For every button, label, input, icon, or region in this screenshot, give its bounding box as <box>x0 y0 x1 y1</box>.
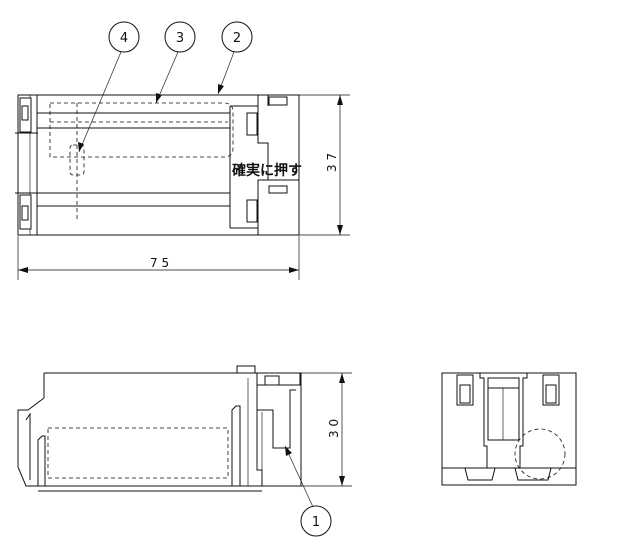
dimension-height-side-label: 3 0 <box>327 419 341 438</box>
callout-2: 2 <box>217 21 253 95</box>
callout-4-label: 4 <box>120 31 128 46</box>
callout-1: 1 <box>284 445 332 537</box>
dimension-width: 7 5 <box>17 236 300 280</box>
end-view <box>441 372 577 486</box>
dimension-height-top-label: 3 7 <box>325 153 339 172</box>
dimension-width-label: 7 5 <box>150 256 169 270</box>
callout-1-label: 1 <box>312 515 320 530</box>
callout-4: 4 <box>78 21 140 153</box>
side-view <box>17 365 302 492</box>
top-view: 確実に押す <box>15 94 302 236</box>
dimension-height-top: 3 7 <box>299 94 350 236</box>
dimension-height-side: 3 0 <box>301 372 352 487</box>
push-note: 確実に押す <box>232 162 302 179</box>
callout-3-label: 3 <box>176 31 184 46</box>
callout-2-label: 2 <box>233 31 241 46</box>
callout-3: 3 <box>155 21 196 104</box>
